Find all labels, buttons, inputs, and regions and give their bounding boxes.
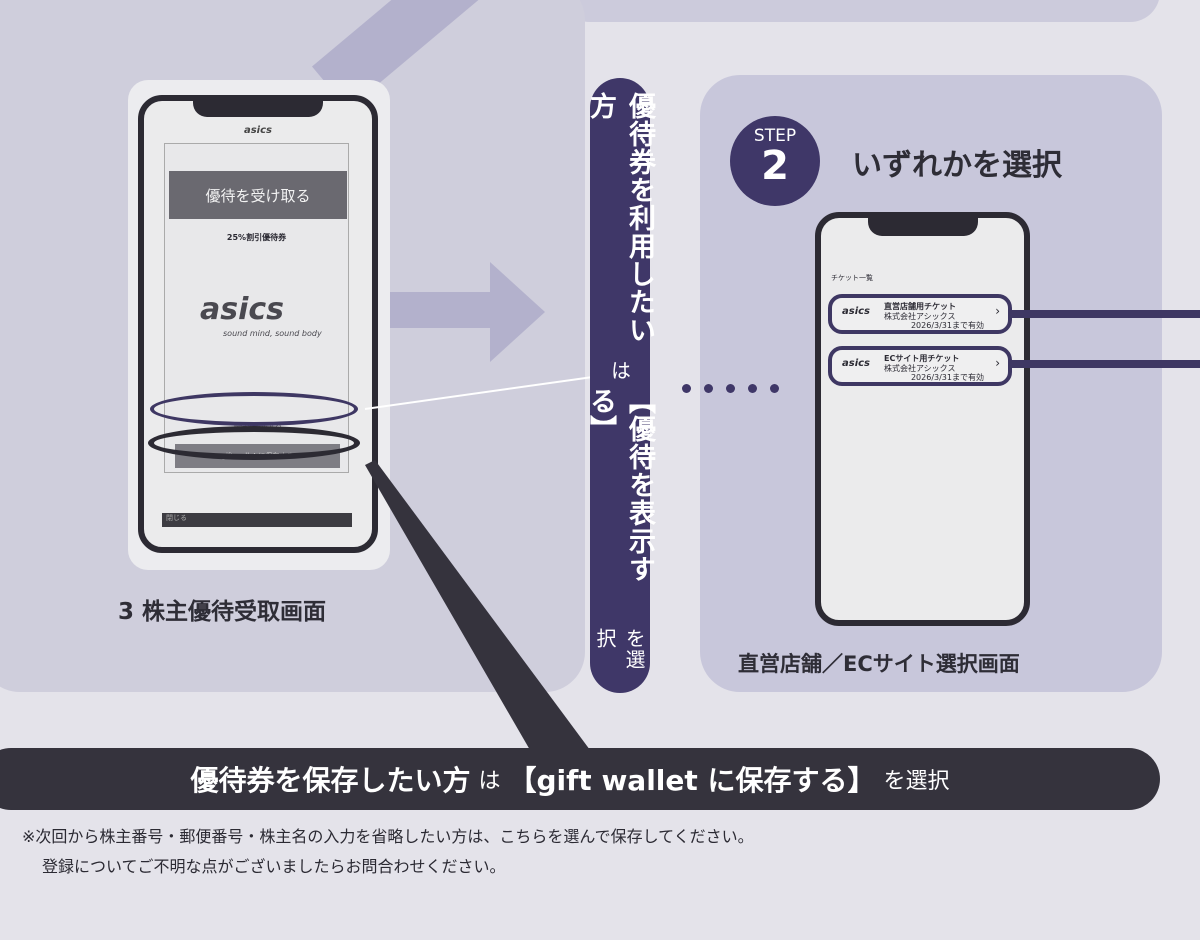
- asics-logo-small: asics: [243, 125, 272, 136]
- notes: ※次回から株主番号・郵便番号・株主名の入力を省略したい方は、こちらを選んで保存し…: [22, 822, 754, 882]
- note-line: ※次回から株主番号・郵便番号・株主名の入力を省略したい方は、こちらを選んで保存し…: [22, 827, 754, 846]
- phone-mockup-left: asics 優待を受け取る 25%割引優待券 asics sound mind,…: [138, 95, 378, 553]
- pointer-wedge-shape: [365, 460, 590, 750]
- chevron-right-icon: ›: [995, 304, 1000, 318]
- banner-suffix: を選択: [593, 628, 646, 671]
- step-title: いずれかを選択: [852, 148, 1062, 183]
- highlight-save-ellipse: [148, 426, 360, 460]
- ticket-ec[interactable]: asics ECサイト用チケット 株式会社アシックス 2026/3/31まで有効…: [828, 346, 1012, 386]
- banner-choice: 【gift wallet に保存する】: [508, 764, 876, 797]
- ticket-company: 株式会社アシックス: [884, 364, 956, 373]
- banner-main: 優待券を利用したい方: [585, 92, 655, 344]
- asics-logo: asics: [200, 292, 285, 327]
- coupon-label: 25%割引優待券: [226, 233, 287, 242]
- left-caption: 3 株主優待受取画面: [118, 599, 327, 625]
- phone-mockup-right: チケット一覧: [815, 212, 1030, 626]
- banner-main: 優待券を保存したい方: [190, 764, 471, 797]
- receive-button[interactable]: 優待を受け取る: [169, 171, 347, 219]
- ticket-name: 直営店舗用チケット: [884, 302, 956, 311]
- ticket-connector: [1012, 310, 1200, 318]
- top-panel: [560, 0, 1160, 22]
- step-number: 2: [761, 143, 789, 189]
- ticket-company: 株式会社アシックス: [884, 312, 956, 321]
- banner-particle: は: [607, 359, 632, 381]
- ticket-list-title: チケット一覧: [831, 274, 873, 282]
- banner-suffix: を選択: [883, 769, 950, 794]
- chevron-right-icon: ›: [995, 356, 1000, 370]
- ticket-expiry: 2026/3/31まで有効: [910, 373, 984, 382]
- note-line: 登録についてご不明な点がございましたらお問合わせください。: [42, 857, 506, 876]
- step-label: STEP: [753, 126, 797, 146]
- banner-particle: は: [478, 769, 501, 794]
- footer-bar: 閉じる: [162, 513, 352, 527]
- ticket-store[interactable]: asics 直営店舗用チケット 株式会社アシックス 2026/3/31まで有効 …: [828, 294, 1012, 334]
- ticket-expiry: 2026/3/31まで有効: [910, 321, 984, 330]
- arrow-head-icon: [490, 262, 545, 362]
- highlight-show-ellipse: [150, 392, 358, 426]
- tagline: sound mind, sound body: [223, 329, 322, 338]
- ticket-logo: asics: [842, 306, 871, 317]
- phone-notch: [867, 216, 978, 236]
- arrow-shaft-icon: [390, 292, 500, 328]
- step-badge: STEP 2: [730, 116, 820, 206]
- ticket-name: ECサイト用チケット: [884, 354, 960, 363]
- banner-choice: 【優待を表示する】: [585, 386, 655, 583]
- phone-notch: [193, 99, 323, 117]
- show-coupon-banner: 優待券を利用したい方 は 【優待を表示する】 を選択: [585, 78, 655, 693]
- ticket-logo: asics: [842, 358, 871, 369]
- save-coupon-banner: 優待券を保存したい方 は 【gift wallet に保存する】 を選択: [0, 748, 1160, 810]
- dotted-connector: [682, 378, 792, 397]
- ticket-connector: [1012, 360, 1200, 368]
- right-caption: 直営店舗／ECサイト選択画面: [738, 652, 1020, 676]
